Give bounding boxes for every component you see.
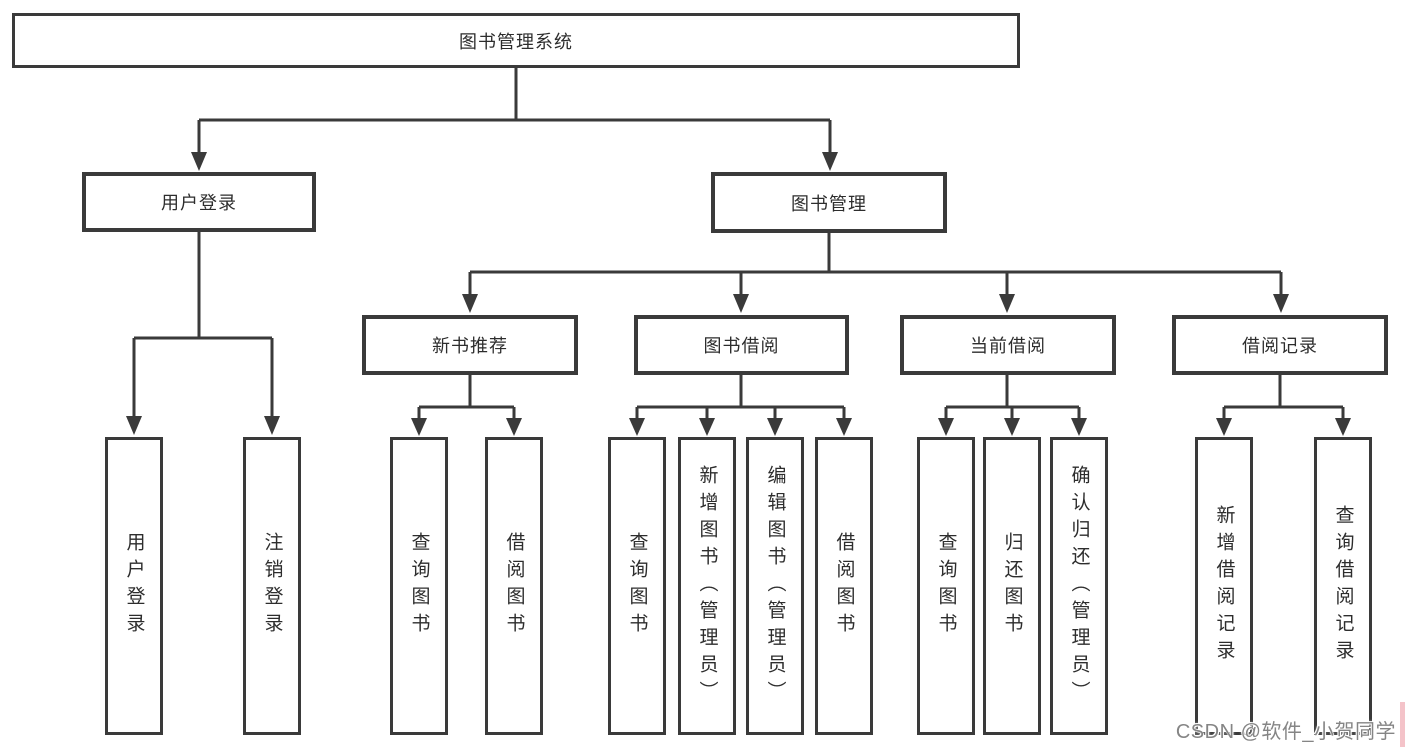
arrowhead — [629, 418, 645, 436]
node-label: 新书推荐 — [432, 336, 508, 356]
node-new-book-recommend: 新书推荐 — [362, 315, 578, 375]
arrowhead — [1071, 418, 1087, 436]
arrowhead — [999, 294, 1015, 313]
connector-borrow-record-to-leaves — [1222, 375, 1345, 419]
node-book-management: 图书管理 — [711, 172, 947, 233]
node-label: 借阅记录 — [1242, 336, 1318, 356]
leaf-logout: 注销登录 — [243, 437, 301, 735]
node-label: 查询图书 — [626, 532, 648, 640]
arrowhead — [733, 294, 749, 313]
node-label: 借阅图书 — [833, 532, 855, 640]
node-label: 查询图书 — [408, 532, 430, 640]
leaf-current-return-books: 归还图书 — [983, 437, 1041, 735]
arrowhead — [462, 294, 478, 313]
pink-edge-artifact — [1400, 702, 1405, 747]
node-label: 图书借阅 — [703, 336, 780, 356]
arrowhead — [1004, 418, 1020, 436]
arrowhead — [126, 416, 142, 435]
node-user-login: 用户登录 — [82, 172, 316, 232]
node-label: 确认归还（管理员） — [1068, 464, 1090, 708]
leaf-newbook-borrow-books: 借阅图书 — [485, 437, 543, 735]
node-current-borrow: 当前借阅 — [900, 315, 1116, 375]
node-label: 新增借阅记录 — [1213, 505, 1235, 667]
node-label: 图书管理 — [791, 193, 867, 214]
leaf-newbook-query-books: 查询图书 — [390, 437, 448, 735]
node-label: 当前借阅 — [970, 336, 1046, 356]
node-label: 注销登录 — [261, 532, 283, 640]
csdn-watermark: CSDN @软件_小贺同学 — [1175, 721, 1396, 743]
leaf-records-add-record: 新增借阅记录 — [1195, 437, 1253, 735]
arrowhead — [836, 418, 852, 436]
node-label: 查询图书 — [935, 532, 957, 640]
node-label: 编辑图书（管理员） — [764, 464, 786, 708]
connector-book-management-to-level3 — [468, 233, 1283, 295]
connector-book-borrow-to-leaves — [635, 375, 846, 419]
arrowhead — [822, 152, 838, 171]
arrowhead — [264, 416, 280, 435]
leaf-borrow-add-books-admin: 新增图书（管理员） — [678, 437, 736, 735]
node-label: 图书管理系统 — [459, 31, 573, 52]
arrowhead — [506, 418, 522, 436]
node-label: 查询借阅记录 — [1332, 505, 1354, 667]
leaf-current-query-books: 查询图书 — [917, 437, 975, 735]
arrowhead — [1273, 294, 1289, 313]
node-book-borrow: 图书借阅 — [634, 315, 849, 375]
node-library-management-system: 图书管理系统 — [12, 13, 1020, 68]
arrowhead — [1216, 418, 1232, 436]
node-label: 用户登录 — [161, 193, 237, 213]
leaf-borrow-query-books: 查询图书 — [608, 437, 666, 735]
arrowhead — [699, 418, 715, 436]
leaf-borrow-edit-books-admin: 编辑图书（管理员） — [746, 437, 804, 735]
connector-root-to-level2 — [197, 68, 832, 154]
node-borrow-records: 借阅记录 — [1172, 315, 1388, 375]
connector-user-login-to-leaves — [132, 232, 274, 417]
arrowhead — [938, 418, 954, 436]
arrowhead — [411, 418, 427, 436]
arrowhead — [1335, 418, 1351, 436]
node-label: 新增图书（管理员） — [696, 464, 718, 708]
connector-current-borrow-to-leaves — [944, 375, 1081, 419]
arrowhead — [191, 152, 207, 171]
leaf-records-query-record: 查询借阅记录 — [1314, 437, 1372, 735]
leaf-current-confirm-return-admin: 确认归还（管理员） — [1050, 437, 1108, 735]
node-label: 用户登录 — [123, 532, 145, 640]
leaf-user-login: 用户登录 — [105, 437, 163, 735]
connector-new-book-to-leaves — [417, 375, 516, 419]
leaf-borrow-borrow-books: 借阅图书 — [815, 437, 873, 735]
node-label: 借阅图书 — [503, 532, 525, 640]
node-label: 归还图书 — [1001, 532, 1023, 640]
arrowhead — [767, 418, 783, 436]
